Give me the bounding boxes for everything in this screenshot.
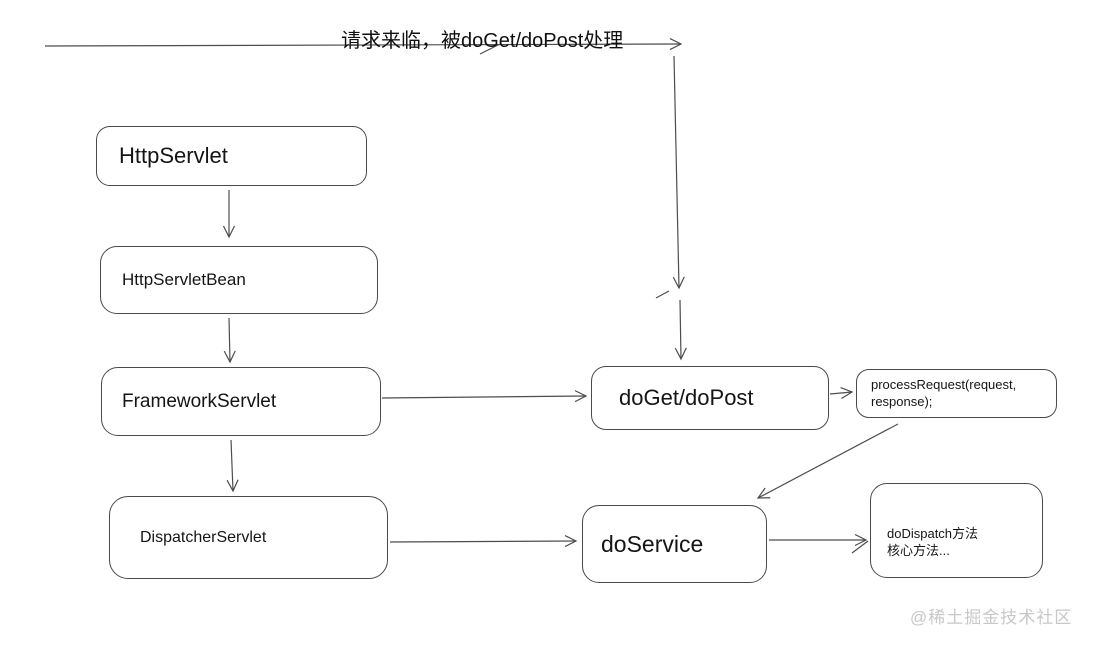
node-do-service: doService xyxy=(582,505,767,583)
node-http-servlet-bean-label: HttpServletBean xyxy=(122,270,246,289)
node-process-request-line2: response); xyxy=(871,393,933,409)
node-http-servlet-label: HttpServlet xyxy=(119,143,228,168)
node-http-servlet: HttpServlet xyxy=(96,126,367,186)
node-doget-dopost-label: doGet/doPost xyxy=(619,385,754,410)
node-process-request-line1: processRequest(request, xyxy=(871,377,1017,393)
node-do-service-label: doService xyxy=(601,530,704,557)
node-do-dispatch-line1: doDispatch方法 xyxy=(887,526,979,541)
diagram-title: 请求来临，被doGet/doPost处理 xyxy=(341,30,624,52)
edge-request-line xyxy=(44,37,683,51)
edge-frameworkservlet-dogetdopost xyxy=(381,390,588,403)
edge-httpservletbean-frameworkservlet xyxy=(223,317,236,364)
node-http-servlet-bean: HttpServletBean xyxy=(100,246,378,314)
edge-dogetdopost-processrequest xyxy=(829,386,854,399)
edge-request-down-dash xyxy=(655,290,670,299)
node-do-dispatch-line2: 核心方法... xyxy=(887,542,950,558)
watermark: @稀土掘金技术社区 xyxy=(910,608,1073,627)
edge-frameworkservlet-dispatcherservlet xyxy=(226,439,239,493)
node-doget-dopost: doGet/doPost xyxy=(591,366,829,430)
node-dispatcher-servlet: DispatcherServlet xyxy=(109,496,388,579)
node-do-dispatch: doDispatch方法 核心方法... xyxy=(870,483,1043,578)
edge-processrequest-doservice xyxy=(756,423,899,499)
edge-request-tick xyxy=(479,43,501,55)
edge-dispatcherservlet-doservice xyxy=(389,535,578,548)
node-process-request: processRequest(request, response); xyxy=(856,369,1057,418)
edge-request-down-lower xyxy=(674,299,687,361)
node-framework-servlet-label: FrameworkServlet xyxy=(122,390,277,412)
node-framework-servlet: FrameworkServlet xyxy=(101,367,381,436)
edge-doservice-dodispatch-extra-stroke xyxy=(851,540,869,554)
node-dispatcher-servlet-label: DispatcherServlet xyxy=(140,528,267,546)
edge-request-down-upper xyxy=(672,55,685,290)
